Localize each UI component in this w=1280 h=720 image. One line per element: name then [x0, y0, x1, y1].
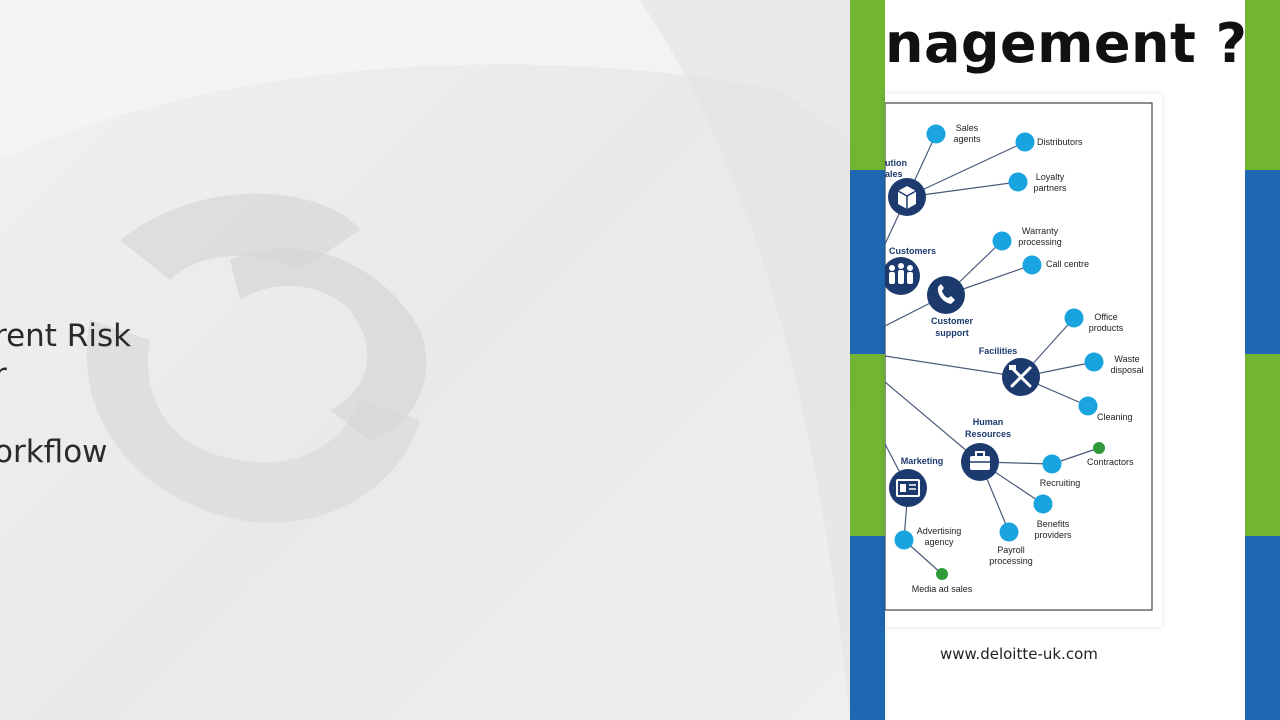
background-area: rent Risk r orkflow [0, 0, 850, 720]
node-warranty-processing [992, 231, 1012, 251]
people-icon [889, 263, 913, 284]
label-sales-agents-1: Sales [956, 123, 979, 133]
label-cleaning: Cleaning [1097, 412, 1133, 422]
node-office-products [1064, 308, 1084, 328]
label-office-products-2: products [1089, 323, 1124, 333]
left-color-stripe [850, 0, 885, 720]
label-media-ad-sales: Media ad sales [912, 584, 973, 594]
network-diagram: ution ales Customers Customer support Fa… [882, 102, 1153, 611]
node-waste-disposal [1084, 352, 1104, 372]
label-waste-disposal-2: disposal [1110, 365, 1143, 375]
bullet-line-3: orkflow [0, 434, 108, 470]
label-warranty-1: Warranty [1022, 226, 1059, 236]
node-sales-agents [926, 124, 946, 144]
label-waste-disposal-1: Waste [1114, 354, 1139, 364]
hub-distribution [888, 178, 926, 216]
hub-human-resources [961, 443, 999, 481]
diagram-card: ution ales Customers Customer support Fa… [882, 94, 1162, 627]
node-advertising-agency [894, 530, 914, 550]
hub-label-customers: Customers [889, 246, 936, 256]
slide-title: nagement ? [885, 12, 1248, 75]
hub-customer-support [927, 276, 965, 314]
label-payroll-1: Payroll [997, 545, 1025, 555]
label-sales-agents-2: agents [953, 134, 981, 144]
hub-label-customer-support-1: Customer [931, 316, 974, 326]
tools-icon [1010, 366, 1032, 388]
node-media-ad-sales [936, 568, 948, 580]
id-card-icon [896, 479, 920, 497]
label-benefits-1: Benefits [1037, 519, 1070, 529]
label-loyalty-partners-1: Loyalty [1036, 172, 1065, 182]
node-contractors [1093, 442, 1105, 454]
briefcase-icon [970, 451, 990, 470]
hub-label-facilities: Facilities [979, 346, 1018, 356]
label-advertising-1: Advertising [917, 526, 962, 536]
hub-customers [882, 257, 920, 295]
node-loyalty-partners [1008, 172, 1028, 192]
node-benefits-providers [1033, 494, 1053, 514]
hub-facilities [1002, 358, 1040, 396]
hub-label-customer-support-2: support [935, 328, 969, 338]
watermark-logo-icon [86, 193, 427, 523]
hub-label-marketing: Marketing [901, 456, 944, 466]
label-payroll-2: processing [989, 556, 1033, 566]
label-recruiting: Recruiting [1040, 478, 1081, 488]
label-contractors: Contractors [1087, 457, 1134, 467]
node-call-centre [1022, 255, 1042, 275]
label-warranty-2: processing [1018, 237, 1062, 247]
bullet-line-1: rent Risk [0, 318, 132, 354]
node-distributors [1015, 132, 1035, 152]
label-loyalty-partners-2: partners [1033, 183, 1067, 193]
label-advertising-2: agency [924, 537, 954, 547]
hub-label-distribution-2: ales [885, 169, 903, 179]
label-office-products-1: Office [1094, 312, 1117, 322]
node-payroll-processing [999, 522, 1019, 542]
leaf-nodes [894, 124, 1104, 550]
node-cleaning [1078, 396, 1098, 416]
node-recruiting [1042, 454, 1062, 474]
hub-label-human-resources-1: Human [973, 417, 1004, 427]
label-distributors: Distributors [1037, 137, 1083, 147]
right-color-stripe [1245, 0, 1280, 720]
hub-marketing [889, 469, 927, 507]
hub-label-distribution-1: ution [885, 158, 907, 168]
website-url: www.deloitte-uk.com [940, 645, 1098, 663]
bullet-line-2: r [0, 357, 7, 393]
label-benefits-2: providers [1034, 530, 1072, 540]
hub-label-human-resources-2: Resources [965, 429, 1011, 439]
phone-icon [937, 284, 955, 304]
label-call-centre: Call centre [1046, 259, 1089, 269]
